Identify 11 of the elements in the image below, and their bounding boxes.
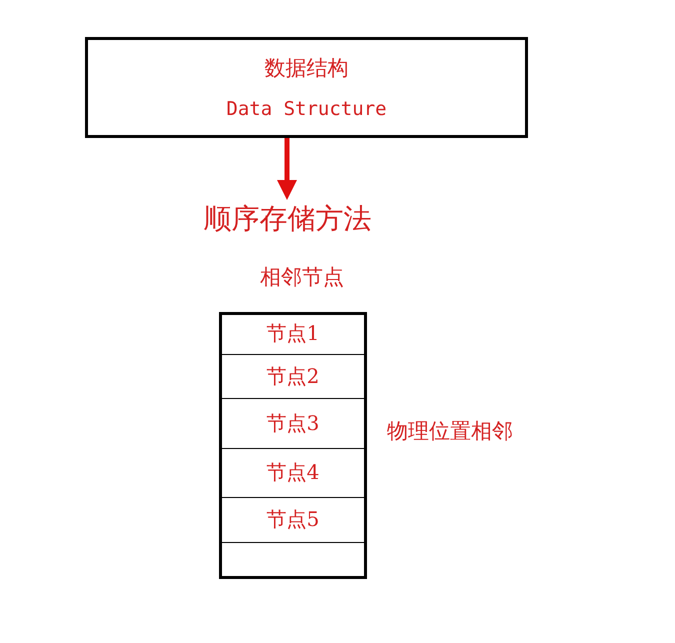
side-note: 物理位置相邻 bbox=[387, 418, 513, 445]
title-box bbox=[85, 37, 528, 138]
subtitle: Data Structure bbox=[226, 98, 387, 120]
table-cell: 节点3 bbox=[222, 398, 364, 448]
table-cell: 节点1 bbox=[222, 315, 364, 354]
table-heading: 相邻节点 bbox=[260, 264, 344, 291]
method-label: 顺序存储方法 bbox=[195, 200, 380, 246]
arrow bbox=[277, 138, 297, 200]
table-cell: 节点2 bbox=[222, 354, 364, 398]
title: 数据结构 bbox=[264, 55, 348, 82]
table-cell: 节点4 bbox=[222, 448, 364, 497]
